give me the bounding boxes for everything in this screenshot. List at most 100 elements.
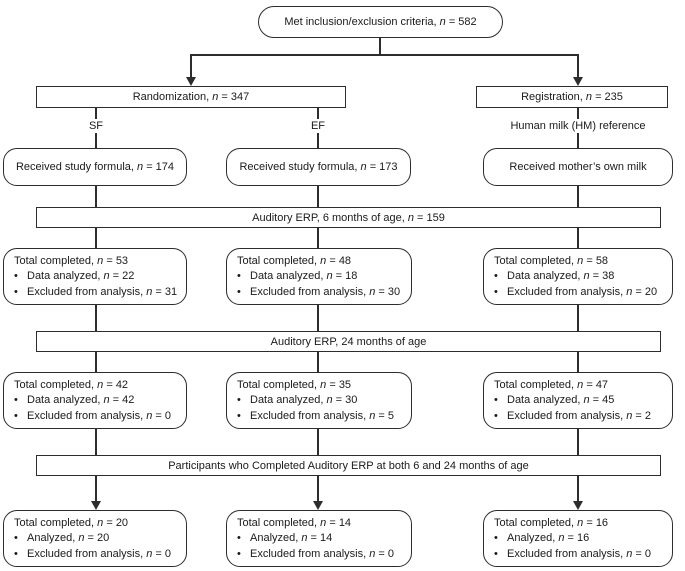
group-label-hm-text: Human milk (HM) reference xyxy=(510,120,646,132)
outcome-title: Total completed, n = 35 xyxy=(237,379,352,391)
stage-bar-erp-24mo-label: Auditory ERP, 24 months of age xyxy=(270,335,427,348)
bullet-marker: • xyxy=(237,394,241,407)
group-label-ef: EF xyxy=(306,119,330,133)
outcome-bullet: • Data analyzed, n = 38 xyxy=(494,269,664,284)
outcome-bullet: • Data analyzed, n = 18 xyxy=(237,269,403,284)
randomization-label: Randomization, n = 347 xyxy=(132,91,250,103)
registration-label: Registration, n = 235 xyxy=(521,91,623,103)
bullet-marker: • xyxy=(494,532,498,545)
outcome-title: Total completed, n = 20 xyxy=(14,517,129,529)
bullet-marker: • xyxy=(237,547,241,560)
outcome-box-hm-6mo: Total completed, n = 58 • Data analyzed,… xyxy=(483,248,673,305)
outcome-box-sf-both: Total completed, n = 20 • Analyzed, n = … xyxy=(3,510,187,567)
outcome-title: Total completed, n = 48 xyxy=(237,255,352,267)
outcome-bullet-text: Excluded from analysis, n = 0 xyxy=(250,547,394,560)
outcome-bullet-text: Analyzed, n = 16 xyxy=(507,532,590,545)
bullet-marker: • xyxy=(14,547,18,560)
outcome-bullet: • Excluded from analysis, n = 5 xyxy=(237,409,403,424)
outcome-box-hm-24mo: Total completed, n = 47 • Data analyzed,… xyxy=(483,372,673,429)
outcome-bullet: • Data analyzed, n = 30 xyxy=(237,393,403,408)
outcome-bullet: • Analyzed, n = 16 xyxy=(494,531,664,546)
outcome-bullet-text: Data analyzed, n = 22 xyxy=(27,270,135,283)
outcome-title: Total completed, n = 16 xyxy=(494,517,609,529)
outcome-bullet-text: Excluded from analysis, n = 30 xyxy=(250,285,401,298)
outcome-title: Total completed, n = 14 xyxy=(237,517,352,529)
connector-line xyxy=(317,476,319,502)
outcome-bullet-text: Excluded from analysis, n = 20 xyxy=(507,285,658,298)
connector-line xyxy=(95,305,97,332)
bullet-marker: • xyxy=(14,409,18,422)
group-label-ef-text: EF xyxy=(310,120,326,132)
outcome-bullet-text: Data analyzed, n = 45 xyxy=(507,394,615,407)
received-ef-label: Received study formula, n = 173 xyxy=(239,161,398,173)
connector-line xyxy=(577,228,579,249)
group-label-sf: SF xyxy=(84,119,108,133)
bullet-marker: • xyxy=(14,270,18,283)
connector-line xyxy=(95,186,97,208)
top-criteria-box: Met inclusion/exclusion criteria, n = 58… xyxy=(258,6,503,38)
outcome-bullet-text: Analyzed, n = 14 xyxy=(250,532,333,545)
stage-bar-erp-6mo-label: Auditory ERP, 6 months of age, n = 159 xyxy=(252,211,445,224)
bullet-marker: • xyxy=(494,270,498,283)
randomization-box: Randomization, n = 347 xyxy=(36,86,346,108)
arrowhead-down xyxy=(573,77,583,86)
stage-bar-erp-both: Participants who Completed Auditory ERP … xyxy=(36,455,661,476)
outcome-bullet-text: Excluded from analysis, n = 2 xyxy=(507,409,651,422)
outcome-title: Total completed, n = 58 xyxy=(494,255,609,267)
outcome-bullet-text: Excluded from analysis, n = 5 xyxy=(250,409,394,422)
outcome-box-sf-24mo: Total completed, n = 42 • Data analyzed,… xyxy=(3,372,187,429)
bullet-marker: • xyxy=(494,285,498,298)
outcome-bullet-text: Data analyzed, n = 18 xyxy=(250,270,358,283)
outcome-bullet: • Excluded from analysis, n = 2 xyxy=(494,409,664,424)
outcome-bullet: • Analyzed, n = 20 xyxy=(14,531,178,546)
connector-line xyxy=(190,54,192,78)
stage-bar-erp-6mo: Auditory ERP, 6 months of age, n = 159 xyxy=(36,207,661,228)
connector-line xyxy=(379,38,381,55)
connector-line xyxy=(95,429,97,455)
connector-line xyxy=(577,476,579,502)
outcome-bullet: • Excluded from analysis, n = 0 xyxy=(237,547,403,562)
outcome-bullet-text: Data analyzed, n = 42 xyxy=(27,394,135,407)
connector-line xyxy=(577,305,579,332)
bullet-marker: • xyxy=(14,394,18,407)
outcome-box-ef-both: Total completed, n = 14 • Analyzed, n = … xyxy=(226,510,412,567)
outcome-bullet-text: Excluded from analysis, n = 0 xyxy=(27,409,171,422)
outcome-bullet-text: Excluded from analysis, n = 0 xyxy=(507,547,651,560)
outcome-bullet-text: Data analyzed, n = 38 xyxy=(507,270,615,283)
outcome-bullet: • Excluded from analysis, n = 0 xyxy=(14,547,178,562)
outcome-bullet: • Data analyzed, n = 22 xyxy=(14,269,178,284)
bullet-marker: • xyxy=(494,394,498,407)
outcome-bullet: • Excluded from analysis, n = 30 xyxy=(237,285,403,300)
bullet-marker: • xyxy=(14,285,18,298)
bullet-marker: • xyxy=(237,409,241,422)
connector-line xyxy=(577,429,579,455)
outcome-bullet: • Analyzed, n = 14 xyxy=(237,531,403,546)
bullet-marker: • xyxy=(237,532,241,545)
connector-line xyxy=(577,352,579,373)
connector-line xyxy=(317,305,319,332)
outcome-title: Total completed, n = 42 xyxy=(14,379,129,391)
outcome-bullet: • Data analyzed, n = 42 xyxy=(14,393,178,408)
outcome-bullet: • Excluded from analysis, n = 20 xyxy=(494,285,664,300)
outcome-bullet: • Excluded from analysis, n = 0 xyxy=(494,547,664,562)
connector-line xyxy=(317,186,319,208)
outcome-bullet-text: Excluded from analysis, n = 0 xyxy=(27,547,171,560)
arrowhead-down xyxy=(186,77,196,86)
outcome-bullet-text: Data analyzed, n = 30 xyxy=(250,394,358,407)
arrowhead-down xyxy=(313,501,323,510)
connector-line xyxy=(95,228,97,249)
bullet-marker: • xyxy=(494,547,498,560)
received-box-ef: Received study formula, n = 173 xyxy=(226,148,411,186)
stage-bar-erp-both-label: Participants who Completed Auditory ERP … xyxy=(168,459,529,472)
connector-line xyxy=(95,476,97,502)
bullet-marker: • xyxy=(14,532,18,545)
top-criteria-label: Met inclusion/exclusion criteria, n = 58… xyxy=(284,16,477,28)
outcome-box-ef-6mo: Total completed, n = 48 • Data analyzed,… xyxy=(226,248,412,305)
outcome-bullet: • Data analyzed, n = 45 xyxy=(494,393,664,408)
connector-line xyxy=(317,228,319,249)
outcome-box-ef-24mo: Total completed, n = 35 • Data analyzed,… xyxy=(226,372,412,429)
arrowhead-down xyxy=(573,501,583,510)
bullet-marker: • xyxy=(237,270,241,283)
received-box-hm: Received mother’s own milk xyxy=(483,148,673,186)
